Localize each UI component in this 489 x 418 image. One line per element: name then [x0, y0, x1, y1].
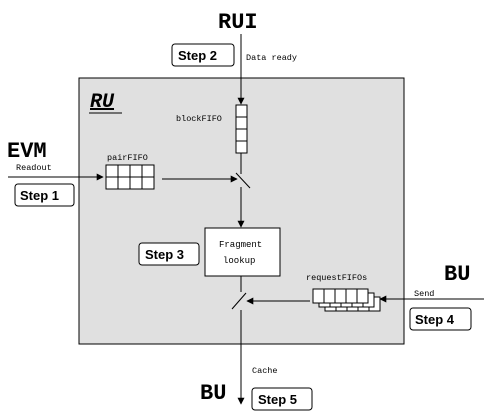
- step1-label: Step 1: [20, 188, 59, 203]
- merge-switch: [235, 172, 251, 189]
- fragment-lookup-line2: lookup: [223, 256, 255, 266]
- request-fifos: [312, 288, 381, 312]
- step4-box: Step 4: [409, 307, 472, 331]
- rui-label: RUI: [218, 10, 258, 35]
- readout-label: Readout: [16, 163, 52, 173]
- step3-label: Step 3: [145, 247, 184, 262]
- pair-fifo: [105, 164, 155, 190]
- step4-label: Step 4: [415, 312, 455, 327]
- step2-box: Step 2: [171, 43, 235, 67]
- fragment-lookup-box: Fragment lookup: [204, 227, 281, 277]
- output-switch: [231, 292, 247, 310]
- block-fifo: [235, 104, 248, 154]
- cache-label: Cache: [252, 366, 278, 376]
- bu-bottom-label: BU: [200, 381, 226, 406]
- data-ready-label: Data ready: [246, 53, 297, 63]
- step3-box: Step 3: [138, 242, 200, 266]
- step5-box: Step 5: [251, 387, 313, 411]
- fragment-lookup-line1: Fragment: [219, 240, 262, 250]
- step1-box: Step 1: [14, 183, 75, 207]
- step2-label: Step 2: [178, 48, 217, 63]
- block-fifo-label: blockFIFO: [176, 114, 222, 124]
- evm-label: EVM: [7, 139, 47, 164]
- pair-fifo-label: pairFIFO: [107, 153, 148, 163]
- step5-label: Step 5: [258, 392, 297, 407]
- request-fifos-label: requestFIFOs: [306, 273, 367, 283]
- bu-right-label: BU: [444, 262, 470, 287]
- ru-label: RU: [90, 91, 115, 114]
- send-label: Send: [414, 289, 434, 299]
